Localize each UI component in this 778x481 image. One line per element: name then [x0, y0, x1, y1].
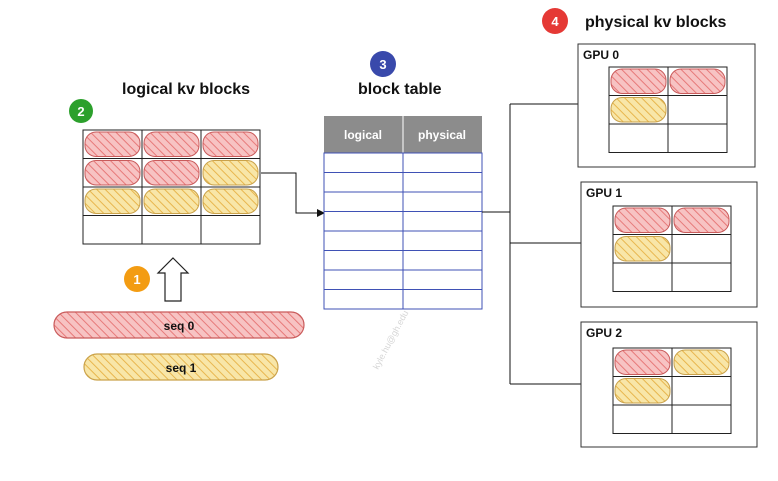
logical-blocks-grid	[82, 129, 261, 245]
physical-cell	[671, 376, 732, 406]
kv-block-yellow	[143, 188, 200, 214]
sequence-seq-0: seq 0	[53, 311, 305, 339]
gpu-panel: GPU 2	[580, 321, 758, 448]
gpu-label: GPU 1	[586, 186, 622, 200]
physical-cell	[671, 262, 732, 292]
kv-block-red	[143, 131, 200, 157]
kv-block-red	[84, 131, 141, 157]
kv-block-red	[610, 68, 667, 94]
connector-table-to-gpus	[482, 103, 581, 385]
kv-block-yellow	[673, 349, 730, 375]
kv-block-yellow	[614, 378, 671, 404]
logical-cell	[200, 215, 261, 245]
block-table: logical physical	[323, 116, 483, 310]
physical-cell	[608, 123, 669, 153]
badge-number: 4	[551, 14, 559, 29]
kv-block-yellow	[202, 188, 259, 214]
watermark-text: kyle.hu@gh.edu	[371, 309, 410, 371]
physical-cell	[671, 234, 732, 264]
kv-block-yellow	[84, 188, 141, 214]
sequence-bar	[53, 311, 305, 339]
up-arrow-icon	[156, 257, 190, 302]
badge-number: 3	[379, 57, 386, 72]
header-physical: physical	[418, 128, 466, 142]
badge-step-1: 1	[124, 266, 150, 292]
kv-block-red	[143, 160, 200, 186]
physical-cell	[667, 123, 728, 153]
badge-number: 2	[77, 104, 84, 119]
block-table-title: block table	[358, 81, 442, 98]
badge-number: 1	[133, 272, 140, 287]
badge-circle	[124, 266, 150, 292]
logical-cell	[82, 215, 143, 245]
kv-block-yellow	[610, 97, 667, 123]
logical-cell	[141, 215, 202, 245]
badge-step-3: 3	[370, 51, 396, 77]
physical-blocks-title: physical kv blocks	[585, 14, 727, 31]
gpu-label: GPU 2	[586, 326, 622, 340]
kv-block-yellow	[614, 236, 671, 262]
badge-circle	[370, 51, 396, 77]
kv-block-red	[669, 68, 726, 94]
badge-circle	[542, 8, 568, 34]
physical-cell	[667, 95, 728, 125]
physical-cell	[612, 262, 673, 292]
sequence-label: seq 1	[166, 361, 197, 375]
gpu-panels: GPU 0 GPU 1 GPU 2	[577, 43, 758, 448]
physical-cell	[671, 404, 732, 434]
sequence-label: seq 0	[164, 319, 195, 333]
gpu-panel: GPU 0	[577, 43, 756, 168]
gpu-panel: GPU 1	[580, 181, 758, 308]
gpu-label: GPU 0	[583, 48, 619, 62]
header-logical: logical	[344, 128, 382, 142]
badge-circle	[69, 99, 93, 123]
kv-block-red	[614, 207, 671, 233]
badge-step-4: 4	[542, 8, 568, 34]
physical-cell	[612, 404, 673, 434]
connector-logical-to-table	[261, 172, 325, 217]
logical-blocks-title: logical kv blocks	[122, 81, 250, 98]
block-table-body	[323, 152, 483, 310]
kv-block-red	[84, 160, 141, 186]
badge-step-2: 2	[69, 99, 93, 123]
kv-block-red	[673, 207, 730, 233]
kv-block-red	[614, 349, 671, 375]
sequence-bar	[83, 353, 279, 381]
kv-block-red	[202, 131, 259, 157]
sequence-seq-1: seq 1	[83, 353, 279, 381]
kv-block-yellow	[202, 160, 259, 186]
